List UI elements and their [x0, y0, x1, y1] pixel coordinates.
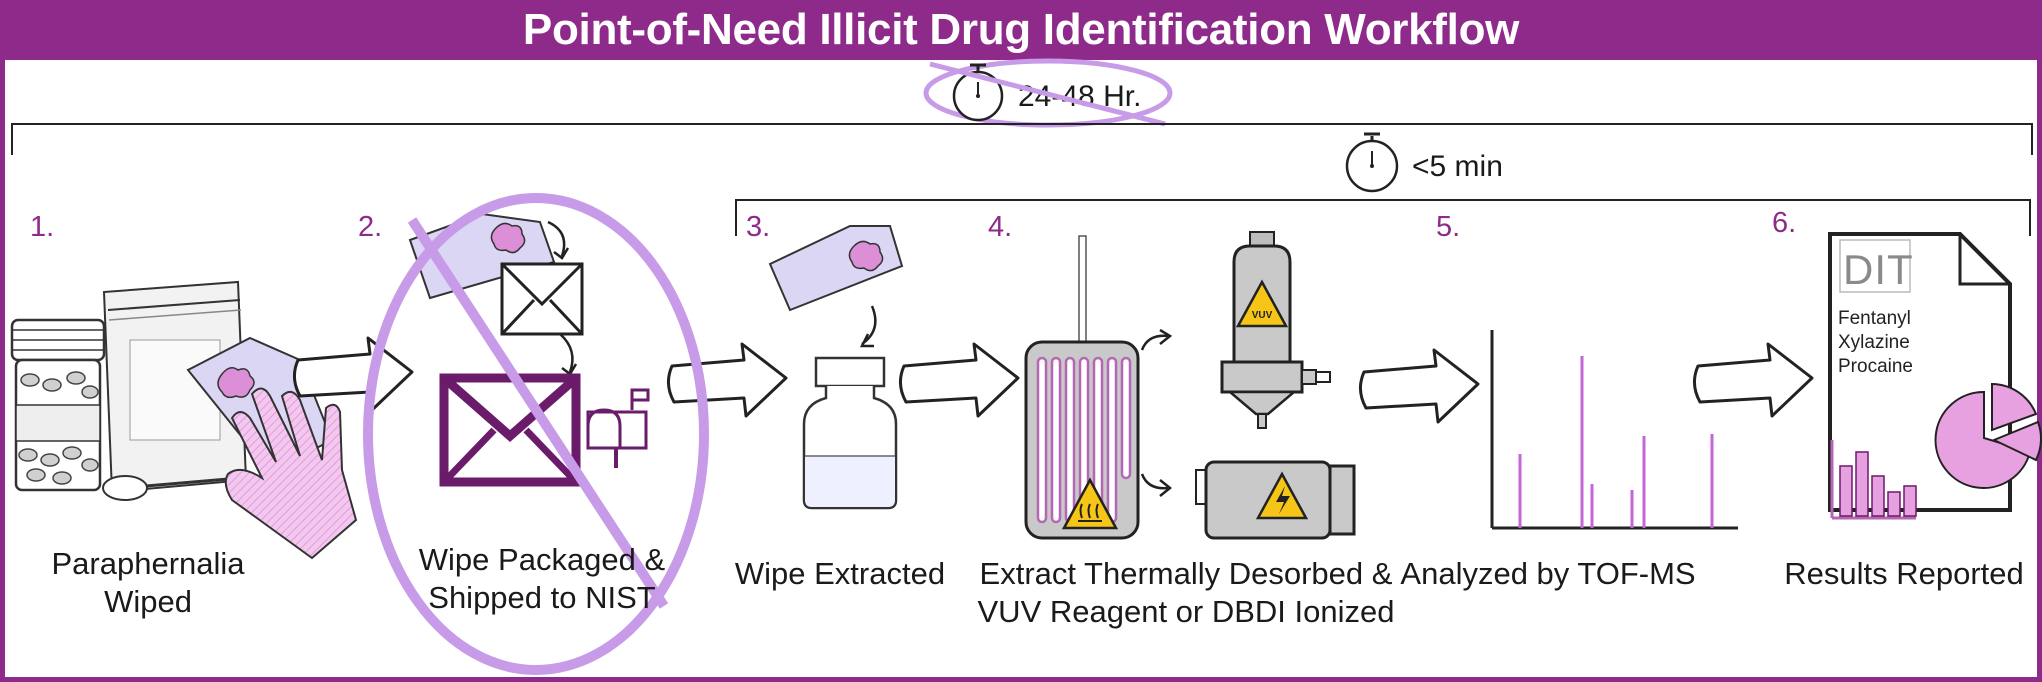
step-4-illustration: VUV	[1024, 231, 1356, 540]
spoon-icon	[102, 475, 241, 501]
thermal-desorber-icon	[1024, 235, 1140, 540]
step-5-label: Analyzed by TOF-MS	[1400, 556, 1695, 591]
step-1-number: 1.	[30, 211, 54, 243]
step-1-illustration	[10, 280, 358, 560]
step-2-strike-line	[407, 217, 669, 609]
stopwatch-icon	[1345, 132, 1399, 193]
mail-envelope-icon	[439, 373, 581, 487]
step-2-strike-ellipse	[363, 193, 709, 675]
curved-arrow-icon	[1140, 328, 1173, 351]
step-1-label-line2: Wiped	[104, 584, 192, 619]
mailbox-icon	[586, 388, 650, 468]
step-3-number: 3.	[746, 211, 770, 243]
long-timer-label: 24-48 Hr.	[1018, 80, 1141, 113]
compound-fentanyl: Fentanyl	[1838, 308, 1911, 329]
step-4-label: Extract Thermally Desorbed & VUV Reagent…	[978, 556, 1395, 629]
pie-chart-icon	[1934, 382, 2042, 489]
step-6-number: 6.	[1772, 207, 1796, 239]
wipe-tag-icon	[768, 225, 904, 312]
curved-arrow-icon	[859, 305, 877, 348]
timer-strike-line	[929, 61, 1166, 127]
flow-arrow	[1359, 348, 1480, 424]
dbdi-ion-source-icon	[1195, 460, 1356, 540]
step-2-illustration	[408, 212, 650, 487]
short-timer: <5 min	[1345, 132, 1503, 193]
vuv-ion-source-icon: VUV	[1220, 231, 1331, 429]
vial-icon	[802, 356, 898, 510]
bar-chart-icon	[1830, 440, 1917, 520]
step-1-label: Paraphernalia Wiped	[51, 546, 245, 619]
stopwatch-icon	[952, 63, 1004, 122]
step-4-number: 4.	[988, 211, 1012, 243]
long-timer: 24-48 Hr.	[923, 58, 1173, 128]
flow-arrow	[1693, 342, 1814, 418]
pill-bottle-icon	[10, 318, 106, 492]
high-voltage-warning-icon	[1255, 471, 1309, 520]
step-4-label-line1: Extract Thermally Desorbed &	[980, 556, 1393, 591]
step-2-label: Wipe Packaged & Shipped to NIST	[419, 542, 666, 615]
dit-logo: DIT	[1843, 246, 1914, 293]
curved-arrow-icon	[547, 220, 570, 260]
step-4-label-line2: VUV Reagent or DBDI Ionized	[978, 594, 1395, 629]
step-1-label-line1: Paraphernalia	[51, 546, 245, 581]
step-2-label-line1: Wipe Packaged &	[419, 542, 666, 577]
short-bracket	[735, 199, 2031, 236]
step-3-illustration	[768, 225, 904, 510]
page-title: Point-of-Need Illicit Drug Identificatio…	[522, 5, 1520, 54]
gloved-hand-icon	[224, 387, 358, 560]
flow-arrow	[667, 342, 788, 418]
step-2-number: 2.	[358, 211, 382, 243]
flow-arrow	[899, 342, 1020, 418]
vuv-badge: VUV	[1252, 310, 1273, 321]
heat-warning-icon	[1061, 477, 1119, 530]
step-6-label: Results Reported	[1784, 556, 2024, 591]
step-3-label: Wipe Extracted	[735, 556, 945, 591]
curved-arrow-icon	[1140, 473, 1173, 497]
compound-procaine: Procaine	[1838, 356, 1913, 377]
mass-spectrum-icon	[1490, 330, 1738, 530]
curved-arrow-icon	[559, 333, 578, 376]
flow-arrow	[293, 336, 414, 412]
envelope-icon	[500, 262, 584, 336]
compound-xylazine: Xylazine	[1838, 332, 1910, 353]
step-2-label-line2: Shipped to NIST	[428, 580, 656, 615]
short-timer-label: <5 min	[1412, 150, 1503, 183]
step-5-number: 5.	[1436, 211, 1460, 243]
title-bar: Point-of-Need Illicit Drug Identificatio…	[0, 0, 2042, 60]
long-bracket	[11, 123, 2033, 155]
uv-warning-icon: VUV	[1235, 279, 1289, 328]
